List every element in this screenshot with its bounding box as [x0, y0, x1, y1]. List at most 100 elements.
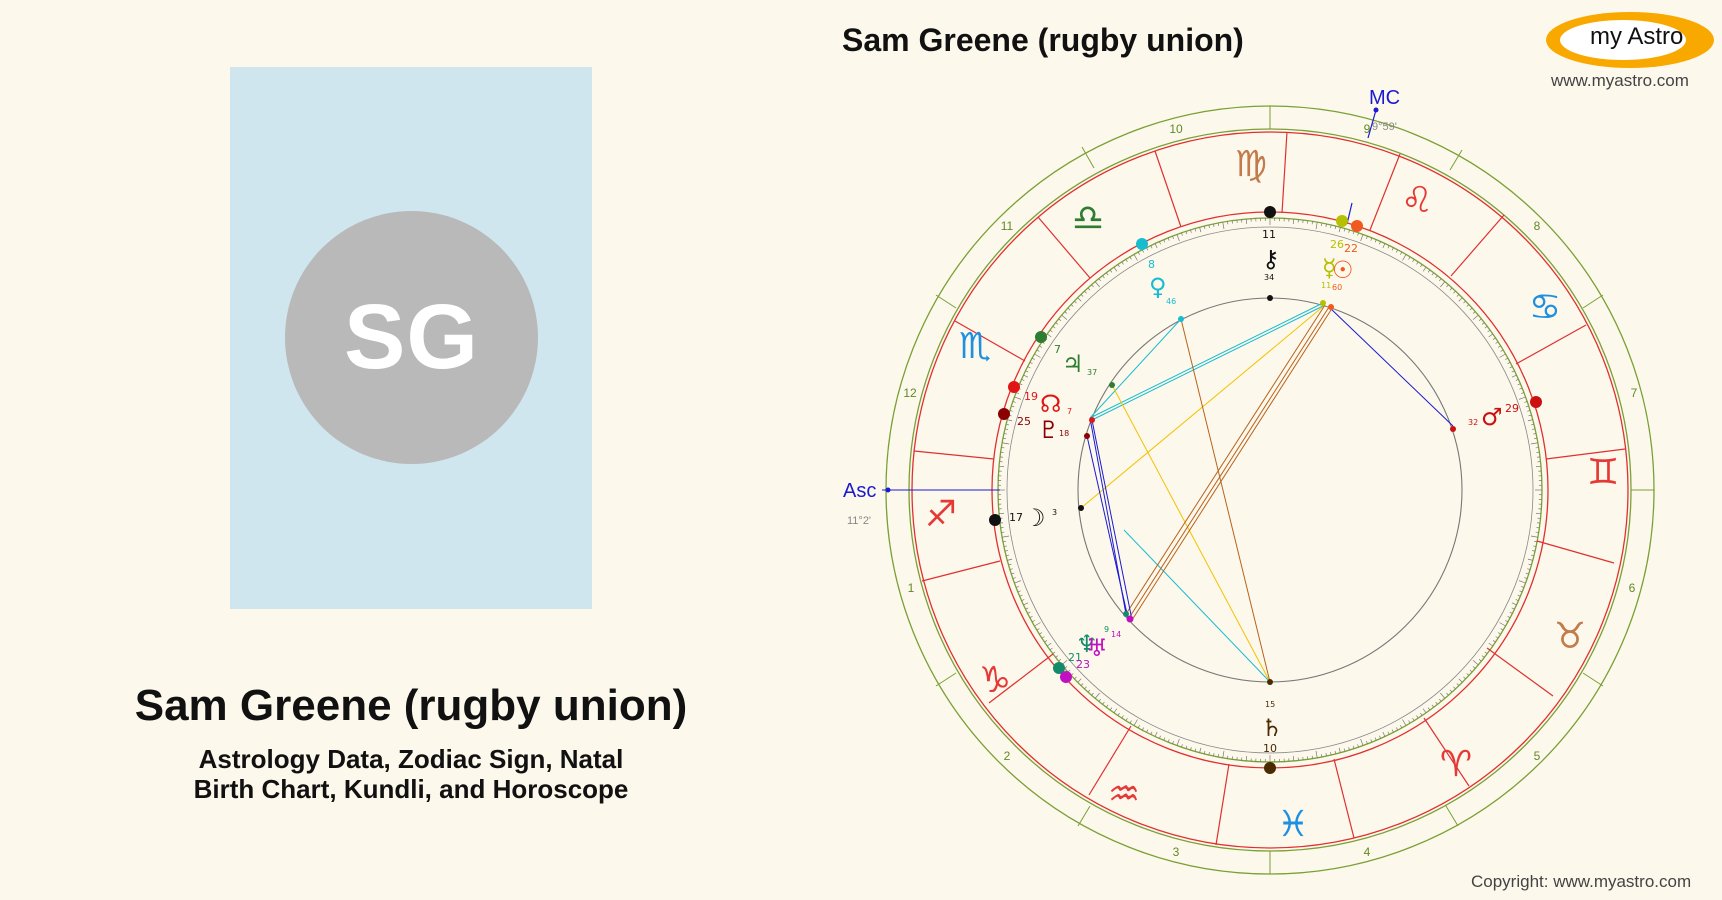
- degree-tick: [1440, 281, 1446, 288]
- north-node-degree: 19: [1024, 390, 1038, 403]
- degree-tick: [1524, 401, 1528, 403]
- house-number-2: 2: [1004, 749, 1011, 763]
- degree-tick: [1087, 689, 1091, 693]
- degree-tick: [1172, 741, 1174, 745]
- uranus-minute: 14: [1111, 630, 1121, 639]
- degree-tick: [1379, 735, 1381, 739]
- degree-tick: [1527, 558, 1533, 561]
- degree-tick: [1222, 222, 1225, 230]
- degree-tick: [1509, 611, 1513, 614]
- uranus-degree: 23: [1076, 658, 1090, 671]
- pluto-degree: 25: [1017, 415, 1031, 428]
- degree-tick: [1087, 287, 1091, 291]
- sun-minute: 60: [1332, 283, 1342, 292]
- degree-tick: [1023, 602, 1029, 606]
- degree-tick: [1435, 701, 1438, 705]
- degree-tick: [1463, 300, 1466, 304]
- degree-tick: [1484, 326, 1488, 329]
- degree-tick: [1532, 428, 1536, 430]
- degree-tick: [1055, 655, 1059, 658]
- degree-tick: [1500, 628, 1504, 631]
- degree-tick: [1146, 729, 1149, 733]
- degree-tick: [1315, 750, 1318, 758]
- degree-tick: [1141, 249, 1145, 253]
- degree-tick: [1343, 748, 1346, 752]
- degree-tick: [1374, 737, 1377, 741]
- degree-tick: [1217, 753, 1220, 758]
- degree-tick: [1320, 753, 1323, 758]
- degree-tick: [1466, 673, 1470, 676]
- degree-tick: [1533, 437, 1538, 440]
- degree-tick: [1194, 228, 1197, 232]
- degree-tick: [1530, 423, 1535, 426]
- degree-tick: [1074, 676, 1077, 680]
- jupiter-icon: ♃: [1062, 350, 1084, 378]
- degree-tick: [1360, 738, 1364, 746]
- degree-tick: [1213, 753, 1215, 757]
- logo-inner-oval: [1560, 20, 1686, 60]
- subtitle-line-1: Astrology Data, Zodiac Sign, Natal: [198, 744, 624, 774]
- degree-tick: [1352, 231, 1355, 235]
- degree-tick: [1387, 245, 1390, 249]
- mc-marker: [1373, 107, 1379, 113]
- degree-tick: [1453, 290, 1456, 294]
- website-link[interactable]: www.myastro.com: [1551, 71, 1689, 90]
- degree-tick: [1505, 357, 1509, 360]
- degree-tick: [1456, 294, 1460, 297]
- degree-tick: [1181, 232, 1183, 236]
- leo-icon: ♌: [1401, 180, 1433, 221]
- degree-tick: [1525, 405, 1529, 408]
- degree-tick: [1167, 739, 1170, 743]
- degree-tick: [1525, 572, 1529, 575]
- degree-tick: [1190, 229, 1192, 233]
- degree-tick: [1172, 235, 1174, 239]
- degree-tick: [1199, 227, 1202, 233]
- house-number-10: 10: [1169, 122, 1183, 136]
- degree-tick: [1098, 278, 1101, 282]
- myastro-logo[interactable]: my Astro: [1546, 12, 1714, 68]
- aquarius-icon: ♒: [1108, 774, 1140, 815]
- degree-tick: [1472, 660, 1479, 666]
- degree-tick: [1005, 554, 1010, 557]
- degree-tick: [1084, 686, 1087, 690]
- degree-tick: [1511, 374, 1517, 378]
- degree-tick: [1439, 278, 1442, 282]
- degree-tick: [1484, 651, 1488, 654]
- degree-tick: [1527, 568, 1531, 570]
- degree-tick: [1338, 747, 1341, 753]
- degree-tick: [1007, 419, 1013, 422]
- degree-tick: [1031, 620, 1035, 623]
- degree-tick: [1021, 599, 1025, 601]
- degree-tick: [1469, 307, 1473, 311]
- degree-tick: [1527, 419, 1533, 422]
- degree-tick: [1106, 272, 1109, 276]
- degree-tick: [1515, 599, 1519, 601]
- degree-tick: [1141, 727, 1145, 731]
- degree-tick: [1431, 272, 1434, 276]
- aspect-circle: [1077, 297, 1463, 683]
- degree-ring-inner: [1006, 226, 1534, 754]
- degree-tick: [1015, 392, 1019, 394]
- degree-tick: [1034, 353, 1041, 358]
- house-number-3: 3: [1173, 845, 1180, 859]
- degree-tick: [1370, 237, 1373, 241]
- degree-tick: [1023, 374, 1029, 378]
- degree-tick: [1058, 318, 1062, 321]
- degree-tick: [1348, 747, 1350, 751]
- degree-tick: [1125, 259, 1128, 263]
- degree-tick: [1098, 698, 1101, 702]
- avatar: SG: [285, 211, 538, 464]
- degree-tick: [1029, 615, 1033, 619]
- degree-tick: [1495, 341, 1499, 344]
- degree-tick: [1080, 683, 1084, 686]
- chiron-icon: ⚷: [1262, 245, 1280, 273]
- degree-tick: [1446, 284, 1449, 288]
- mars-degree: 29: [1505, 402, 1519, 415]
- degree-tick: [1519, 590, 1523, 593]
- mercury-minute: 11: [1321, 281, 1331, 290]
- degree-tick: [1458, 678, 1463, 683]
- scorpio-icon: ♏: [959, 326, 991, 367]
- pluto-minute: 18: [1059, 429, 1069, 438]
- degree-tick: [1382, 731, 1386, 737]
- neptune-minute: 9: [1104, 625, 1109, 634]
